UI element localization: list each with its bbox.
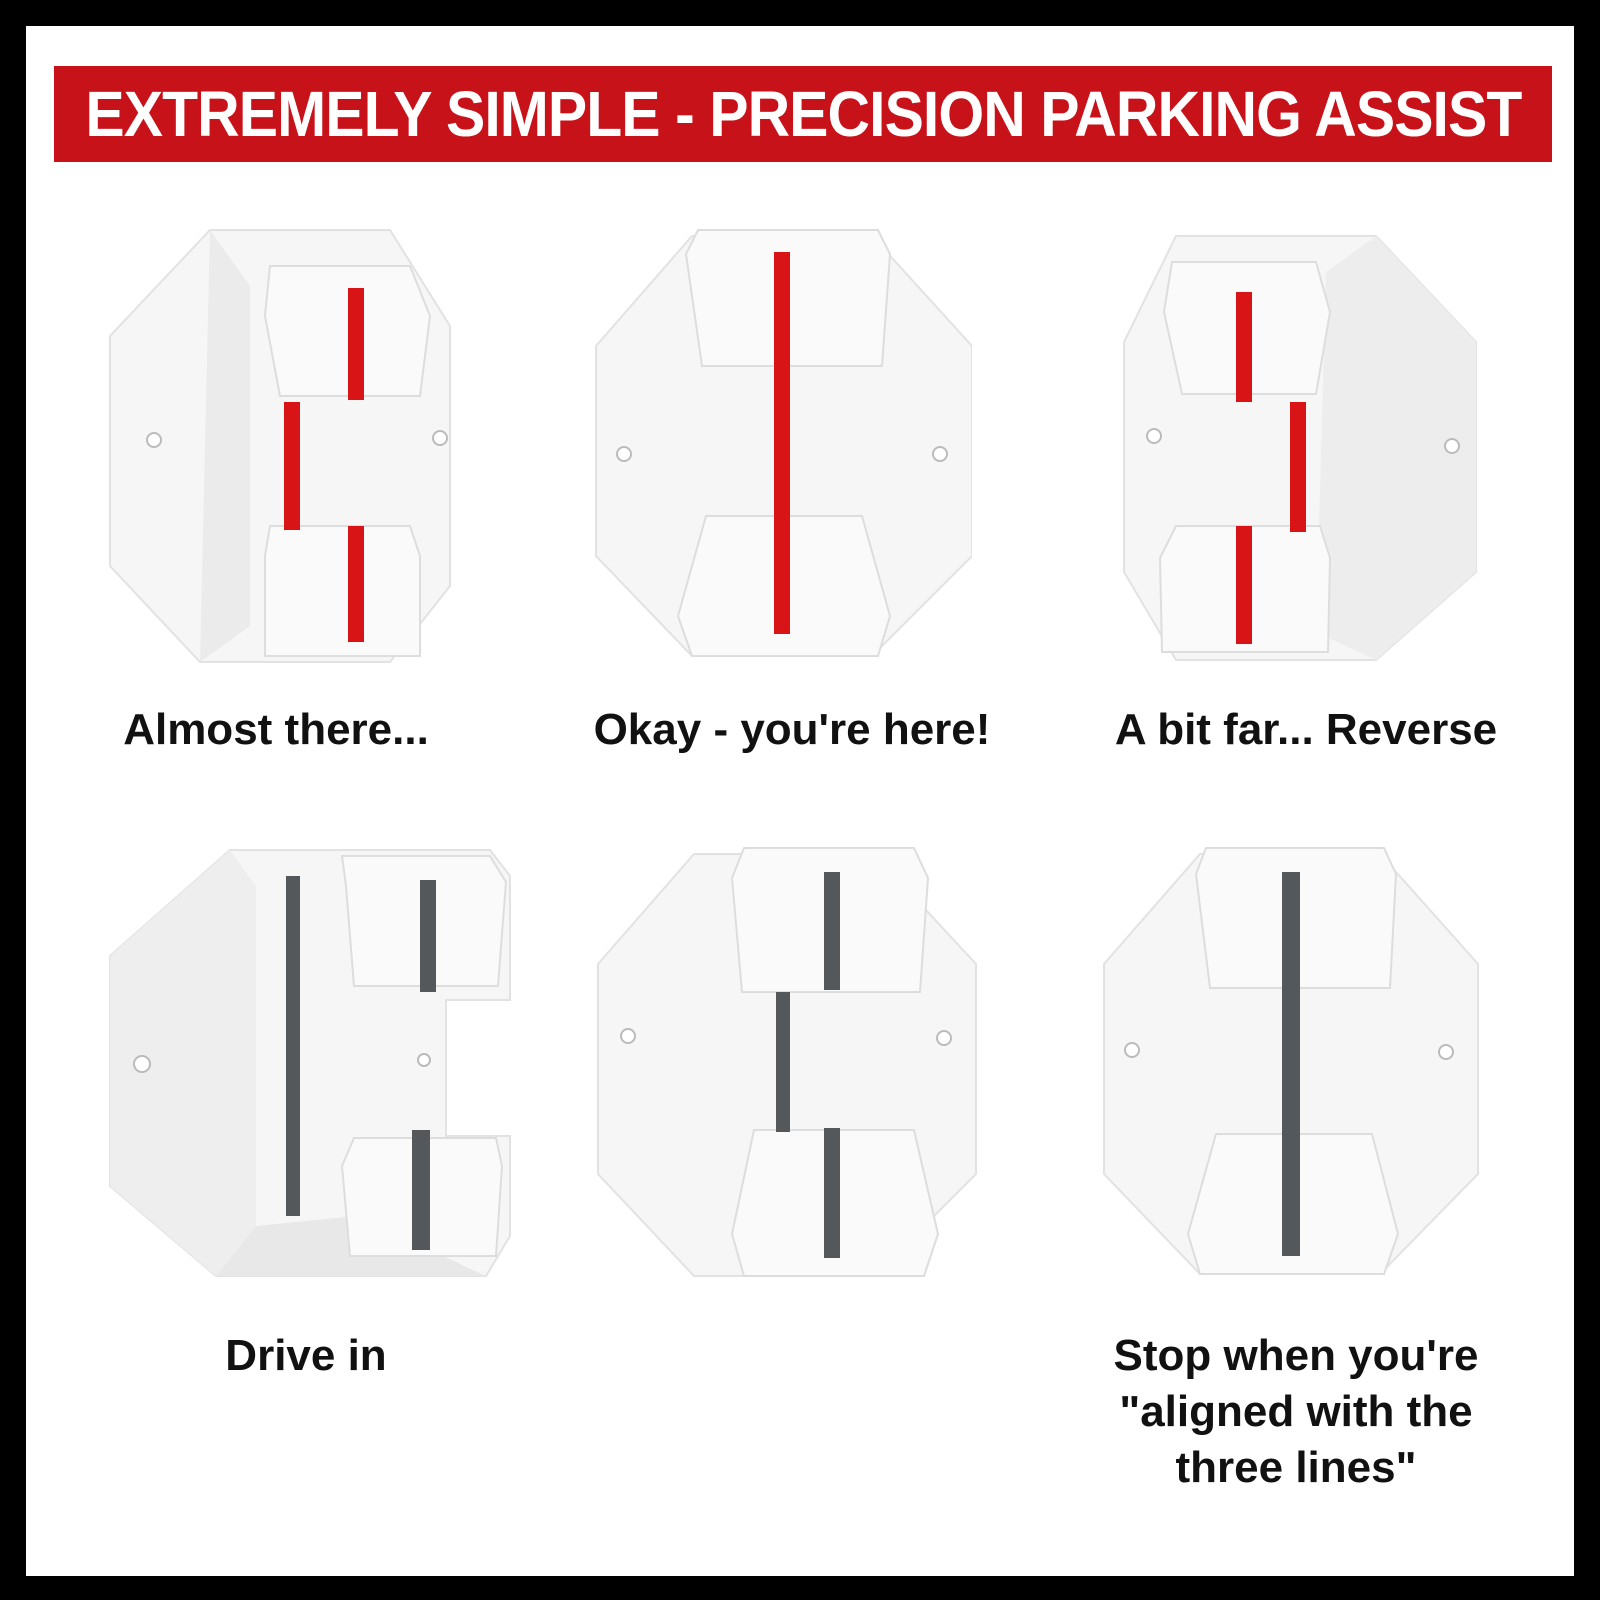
caption-stop-line-3: three lines" [1175,1443,1417,1492]
gray-line-aligned [1282,872,1300,1256]
banner-title: EXTREMELY SIMPLE - PRECISION PARKING ASS… [85,78,1522,150]
parking-guide-drive-in [106,846,516,1280]
gray-line-middle [776,992,790,1132]
caption-almost-there: Almost there... [123,705,429,754]
parking-guide-okay [592,226,972,666]
gray-line-top [420,880,436,992]
parking-guide-middle [594,844,978,1282]
red-line-bottom [1236,526,1252,644]
red-line-top [1236,292,1252,402]
parking-guide-almost-there [90,226,470,666]
red-line-bottom [348,526,364,642]
parking-guide-bit-far [1116,232,1486,664]
gray-line-bottom [824,1128,840,1258]
red-line-top [348,288,364,400]
parking-guide-stop-aligned [1100,844,1480,1280]
parking-guide-image [109,229,451,663]
caption-drive-in: Drive in [225,1331,387,1380]
gray-line-main [286,876,300,1216]
gray-line-bottom [412,1130,430,1250]
page: EXTREMELY SIMPLE - PRECISION PARKING ASS… [26,26,1574,1576]
title-banner: EXTREMELY SIMPLE - PRECISION PARKING ASS… [54,66,1552,162]
red-line-aligned [774,252,790,634]
caption-stop-line-2: "aligned with the [1119,1387,1473,1436]
caption-stop-line-1: Stop when you're [1113,1331,1479,1380]
parking-guide-image [1103,847,1479,1275]
caption-stop-aligned: Stop when you're "aligned with the three… [1056,1328,1536,1496]
red-line-middle [1290,402,1306,532]
gray-line-top [824,872,840,990]
caption-bit-far: A bit far... Reverse [1114,705,1498,754]
parking-guide-image [595,229,972,657]
caption-okay-here: Okay - you're here! [593,705,991,754]
red-line-middle [284,402,300,530]
parking-guide-image [597,847,977,1277]
parking-guide-image [109,849,511,1277]
parking-guide-image [1123,235,1477,661]
